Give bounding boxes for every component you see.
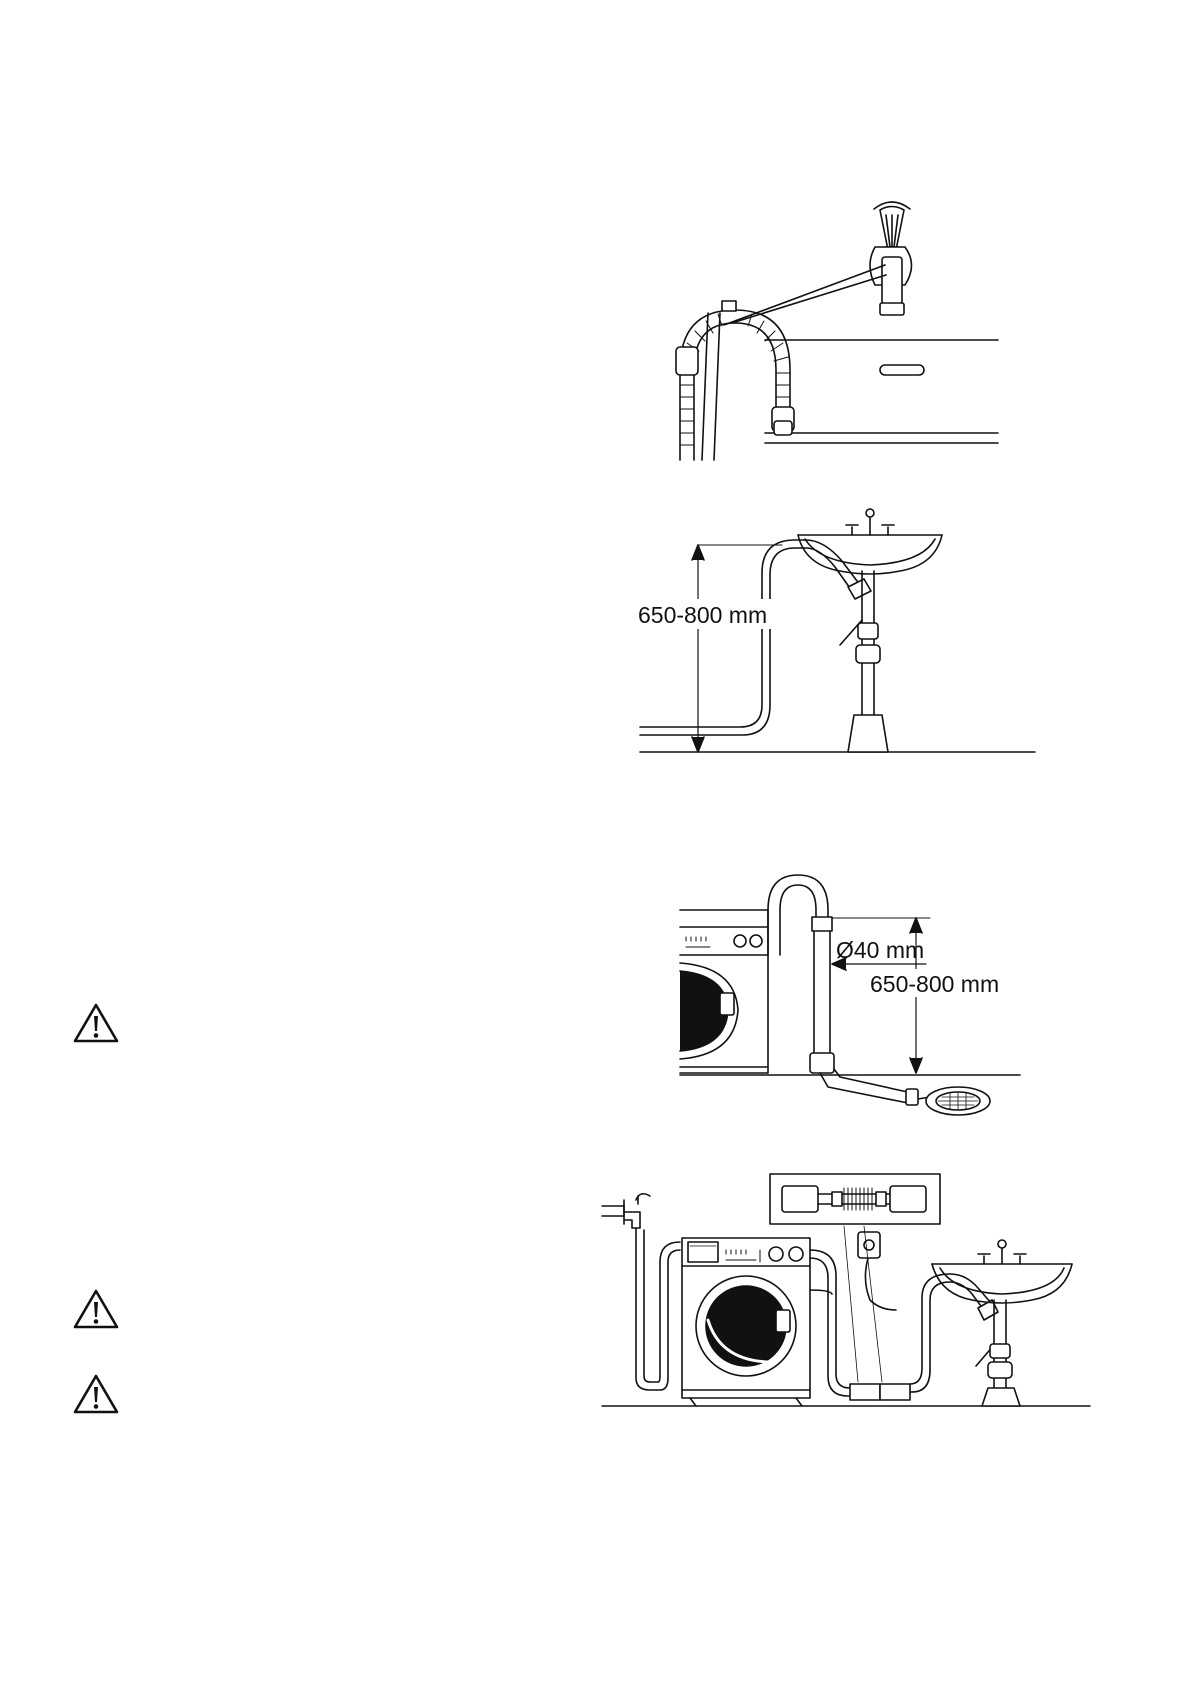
sink-height-label: 650-800 mm — [638, 602, 767, 628]
wall-tap-icon — [602, 1194, 650, 1228]
washing-machine-icon — [682, 1238, 810, 1406]
warning-triangle-icon — [73, 1373, 119, 1415]
warning-triangle-icon — [73, 1288, 119, 1330]
figure-sink-trap-drain: 650-800 mm — [630, 505, 1040, 760]
warning-triangle-icon — [73, 1002, 119, 1044]
washing-machine-icon — [680, 910, 768, 1073]
tap-icon — [870, 202, 912, 315]
sink-tap-icon — [846, 509, 894, 535]
figure-standpipe-drain: Ø40 mm 650-800 mm — [680, 855, 1025, 1125]
figure-installation-overview — [600, 1170, 1100, 1415]
standpipe-height-label: 650-800 mm — [870, 971, 999, 997]
standpipe-diameter-label: Ø40 mm — [836, 937, 924, 963]
sink-tap-icon — [978, 1240, 1026, 1264]
figure-hose-over-basin-edge — [660, 195, 1000, 460]
